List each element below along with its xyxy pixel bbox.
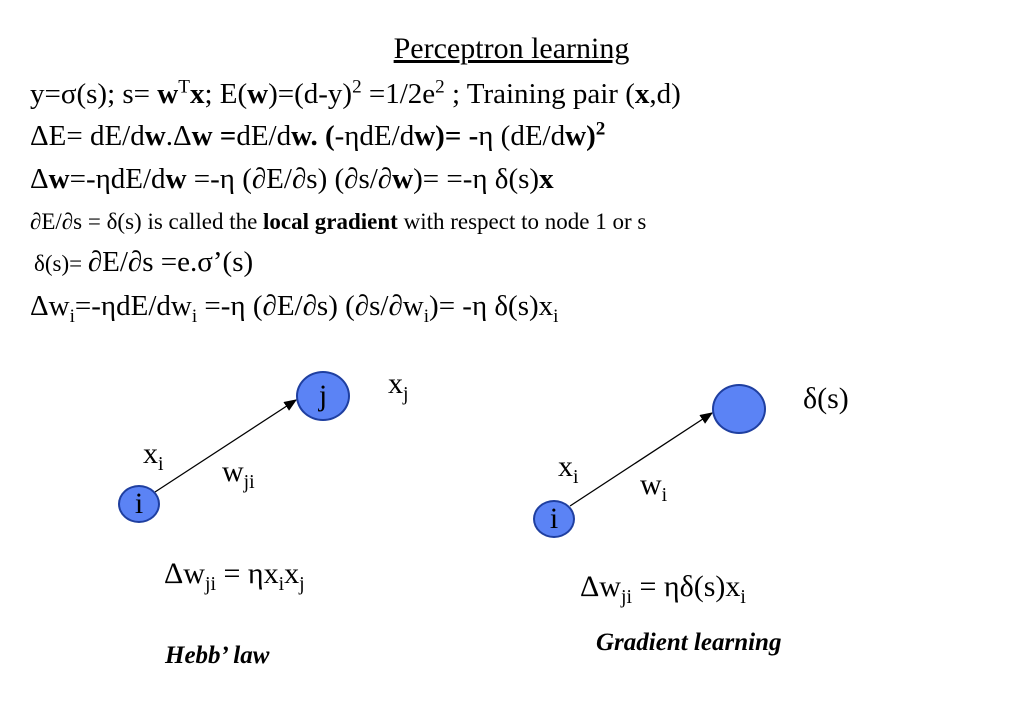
hebb-input-label: xi (143, 437, 164, 475)
gradient-input-label: xi (558, 450, 579, 488)
hebb-weight-label: wji (222, 455, 255, 493)
gradient-rule: Δwji = ηδ(s)xi (580, 570, 746, 608)
equation-component-update: Δwi=-ηdE/dwi =-η (∂E/∂s) (∂s/∂wi)= -η δ(… (30, 290, 559, 327)
gradient-delta-label: δ(s) (803, 382, 849, 415)
gradient-node-i: i (533, 500, 575, 538)
gradient-caption: Gradient learning (596, 629, 782, 656)
hebb-rule: Δwji = ηxixj (164, 557, 305, 595)
gradient-weight-label: wi (640, 468, 668, 506)
equation-weight-update: Δw=-ηdE/dw =-η (∂E/∂s) (∂s/∂w)= =-η δ(s)… (30, 163, 554, 195)
local-gradient-definition: ∂E/∂s = δ(s) is called the local gradien… (30, 209, 647, 234)
hebb-node-i: i (118, 485, 160, 523)
page-title: Perceptron learning (393, 32, 630, 65)
hebb-edge-arrow (154, 399, 298, 493)
gradient-node-output (712, 384, 766, 434)
equation-error-derivative: ΔE= dE/dw.Δw =dE/dw. (-ηdE/dw)= -η (dE/d… (30, 118, 606, 152)
equation-delta: δ(s)= ∂E/∂s =e.σ’(s) (34, 246, 254, 278)
gradient-edge-arrow (569, 412, 714, 507)
hebb-caption: Hebb’ law (165, 642, 270, 669)
hebb-node-j: j (296, 371, 350, 421)
hebb-output-label: xj (388, 367, 409, 405)
equation-output: y=σ(s); s= wTx; E(w)=(d-y)2 =1/2e2 ; Tra… (30, 76, 681, 110)
